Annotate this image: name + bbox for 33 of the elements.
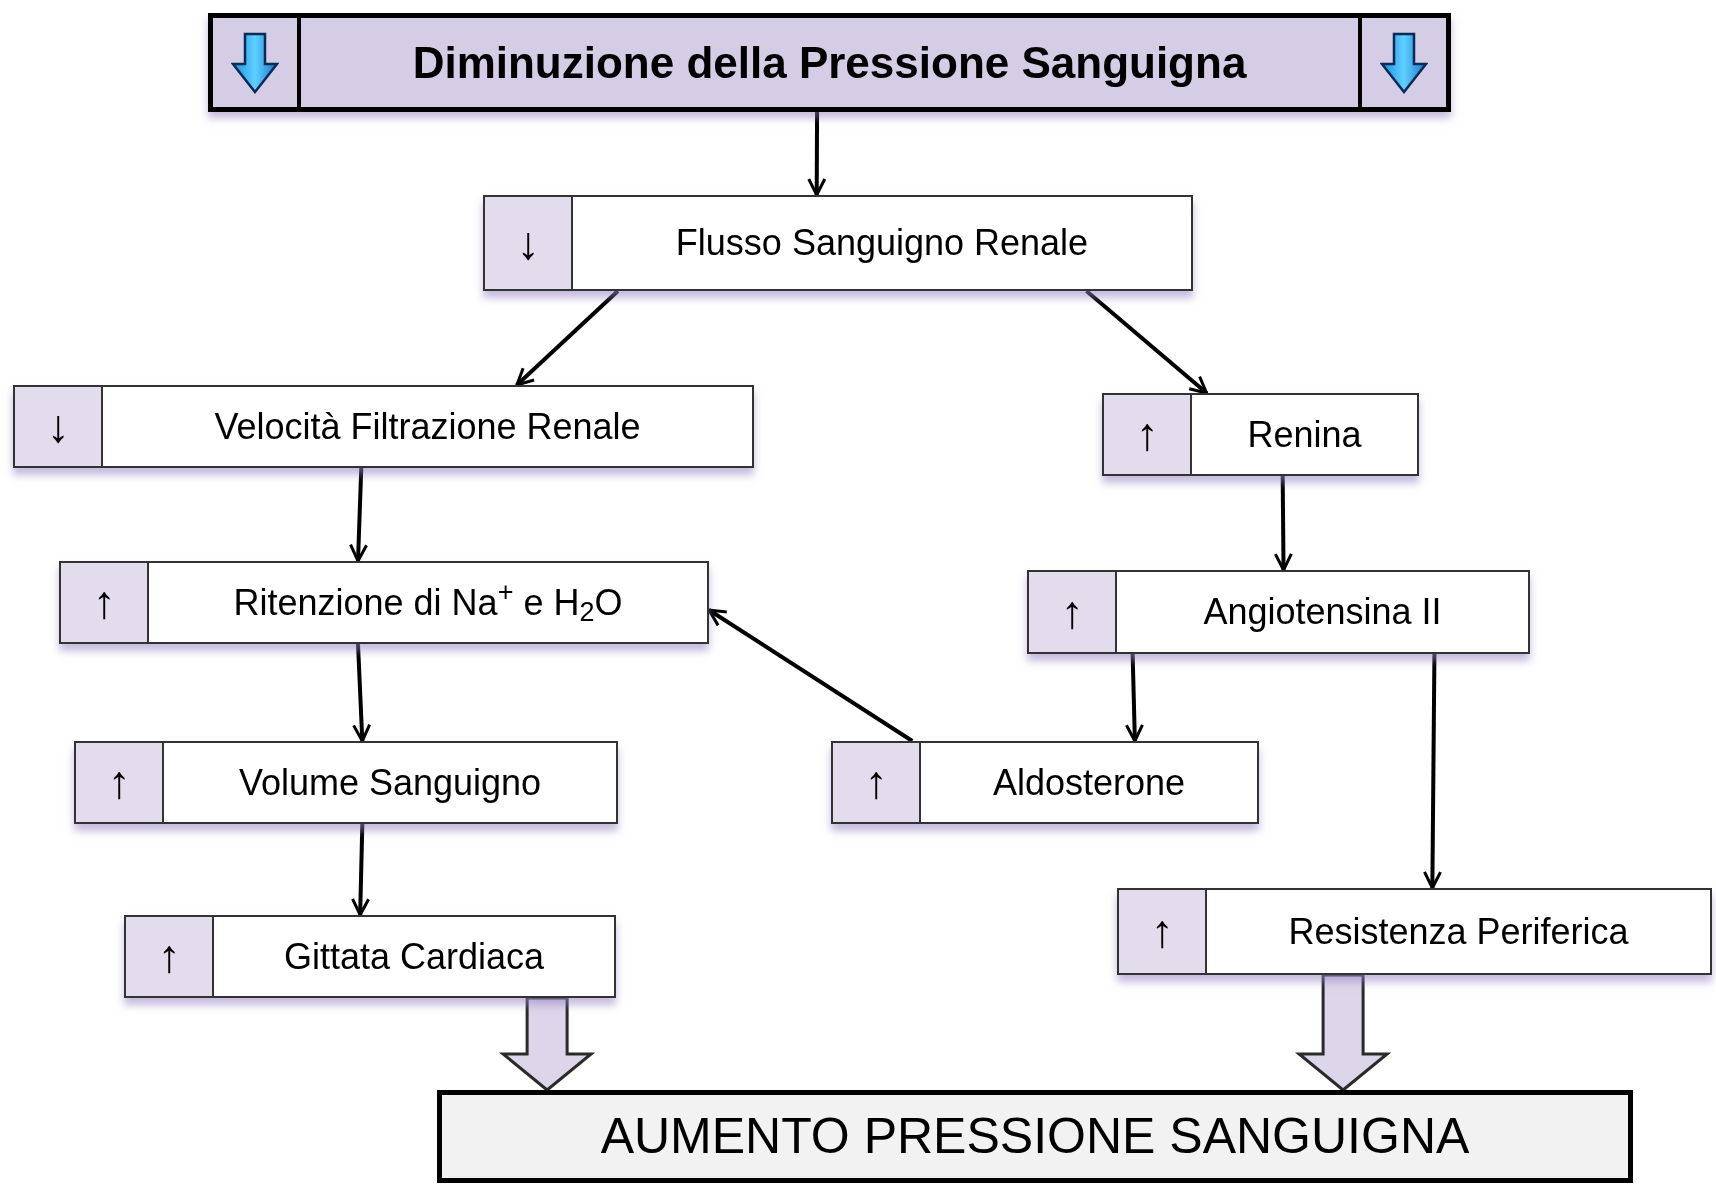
process-box	[1117, 888, 1712, 975]
box-label: Angiotensina II	[1203, 590, 1442, 634]
result-text: AUMENTO PRESSIONE SANGUIGNA	[600, 1107, 1470, 1166]
box-label: Velocità Filtrazione Renale	[214, 404, 641, 449]
process-box	[483, 195, 1193, 291]
box-label: Aldosterone	[992, 760, 1186, 805]
process-box	[74, 741, 618, 824]
arrow	[349, 467, 369, 563]
arrow	[1085, 289, 1209, 395]
block-arrow	[1294, 973, 1392, 1092]
title-text: Diminuzione della Pressione Sanguigna	[412, 36, 1247, 89]
arrow	[1273, 475, 1293, 572]
box-label: Renina	[1247, 412, 1362, 457]
box-label: Gittata Cardiaca	[283, 934, 545, 979]
process-box	[1102, 393, 1419, 476]
process-box	[13, 385, 754, 468]
result-box	[437, 1090, 1633, 1183]
box-label: Volume Sanguigno	[238, 760, 542, 805]
arrow	[352, 643, 372, 743]
arrow	[351, 823, 371, 917]
process-box	[124, 915, 616, 998]
process-box	[59, 561, 709, 644]
process-box	[831, 741, 1259, 824]
box-label: Resistenza Periferica	[1288, 909, 1629, 954]
title-box	[208, 13, 1451, 112]
arrow	[1124, 653, 1144, 743]
block-arrow	[498, 996, 596, 1092]
box-label: Flusso Sanguigno Renale	[675, 221, 1089, 265]
box-label: Ritenzione di Na$^{+}$ e H$_{2}$O	[233, 576, 623, 630]
arrow	[1423, 653, 1442, 890]
process-box	[1027, 570, 1530, 654]
arrow	[515, 289, 620, 387]
arrow	[807, 112, 827, 197]
